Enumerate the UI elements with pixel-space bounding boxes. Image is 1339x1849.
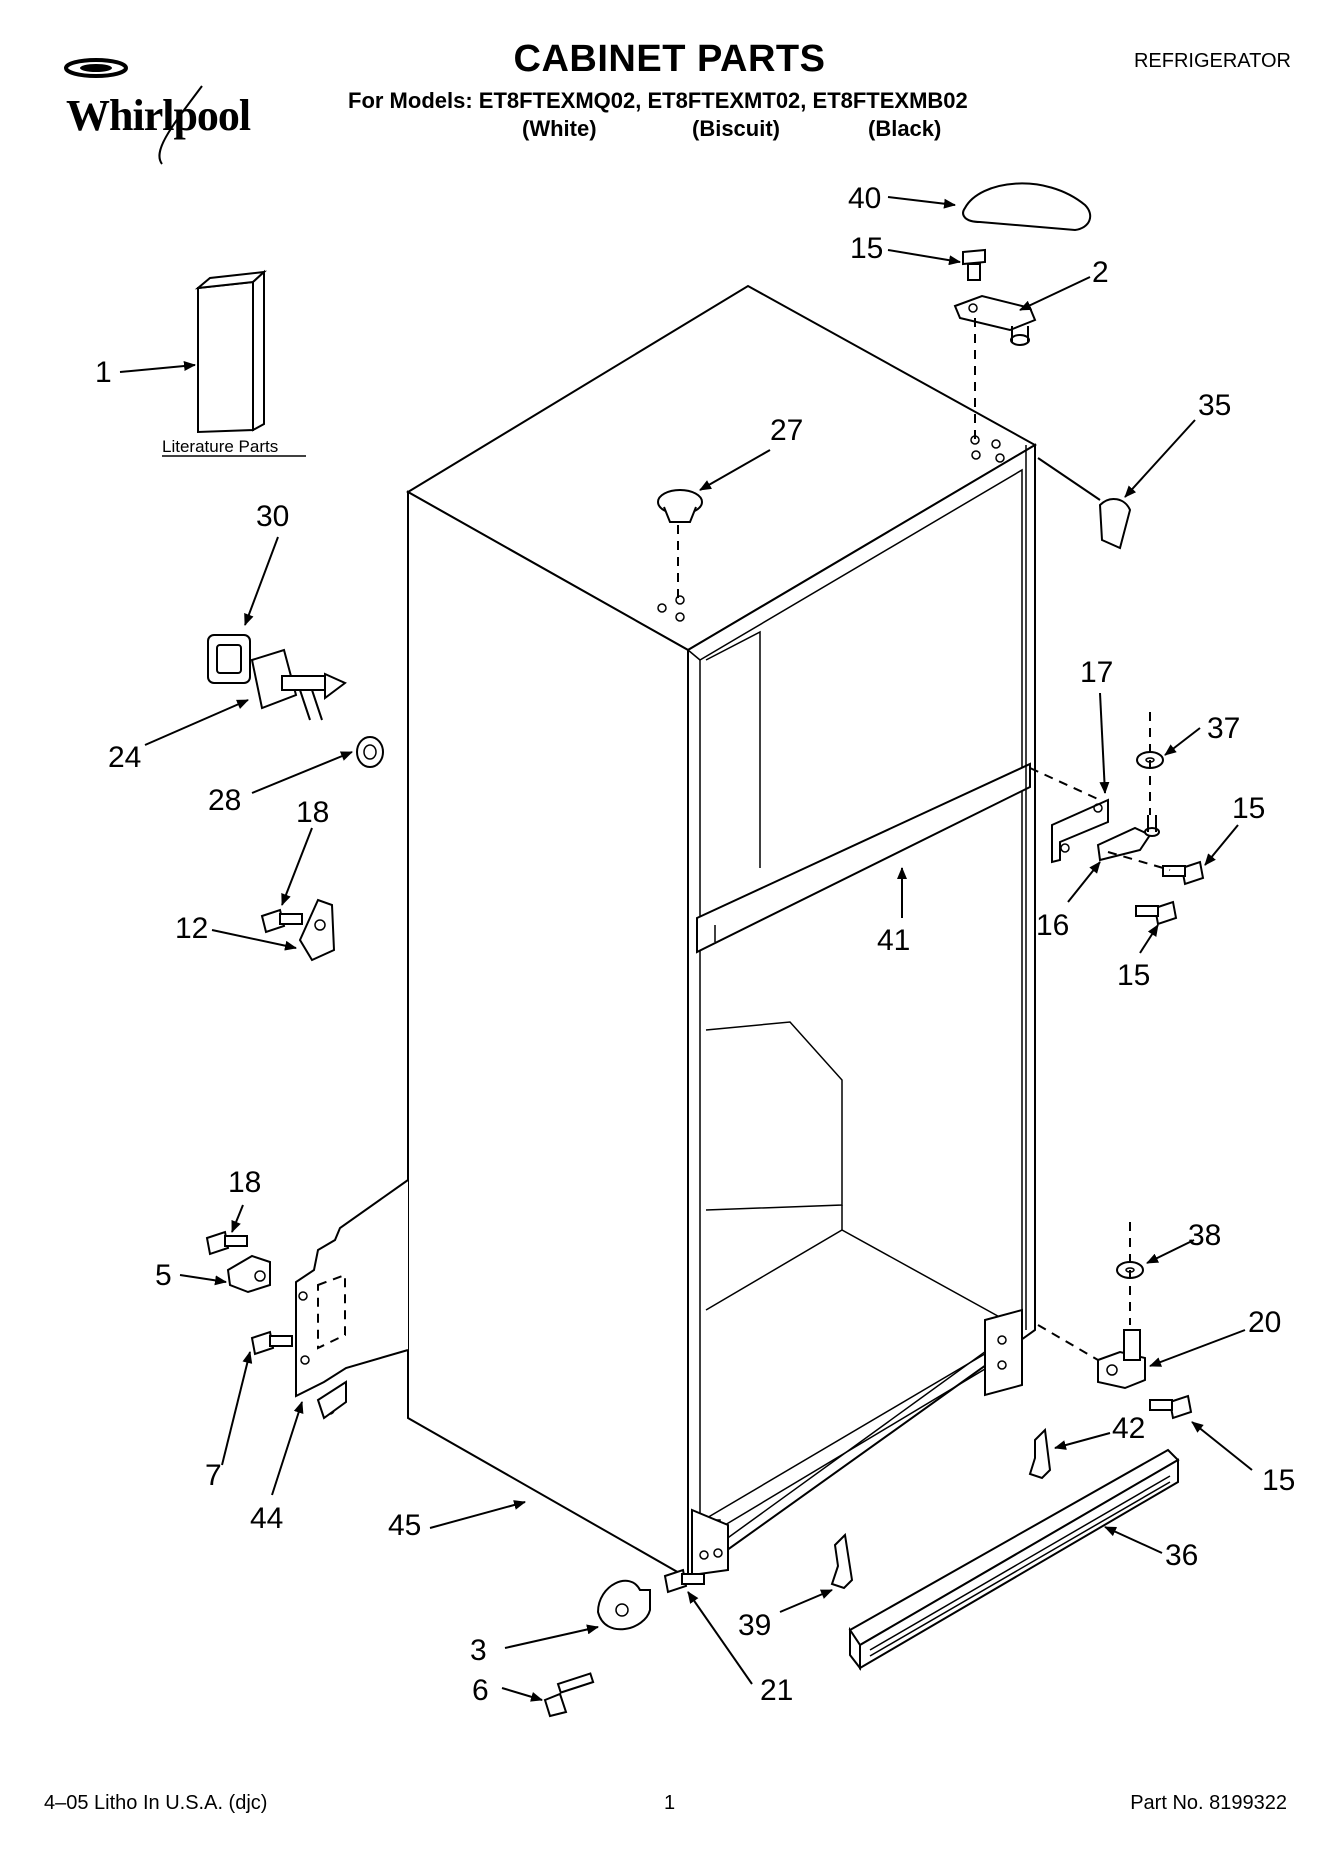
callout-2: 2 [1092,256,1109,289]
color-biscuit: (Biscuit) [692,116,780,141]
callout-18-upper: 18 [296,796,329,829]
callout-leaders [119,196,1253,1702]
leveling-assembly [543,1568,705,1718]
hinge-cap [962,182,1092,232]
callout-7: 7 [205,1459,222,1492]
callout-17: 17 [1080,656,1113,689]
toe-grille-bracket-left [205,1179,409,1420]
callout-38: 38 [1188,1219,1221,1252]
callout-24: 24 [108,741,141,774]
models-line: For Models: ET8FTEXMQ02, ET8FTEXMT02, ET… [348,88,968,113]
callout-39: 39 [738,1609,771,1642]
callout-41: 41 [877,924,910,957]
callout-42: 42 [1112,1412,1145,1445]
callout-15-mid-low: 15 [1117,959,1150,992]
top-hinge [953,294,1037,346]
callout-18-lower: 18 [228,1166,261,1199]
callout-15-bottom: 15 [1262,1464,1295,1497]
literature-caption: Literature Parts [162,437,278,456]
screw-top [962,248,986,281]
roller-assembly [207,634,384,768]
callout-15-mid-right: 15 [1232,792,1265,825]
callout-36: 36 [1165,1539,1198,1572]
callout-35: 35 [1198,389,1231,422]
callout-21: 21 [760,1674,793,1707]
part-number: Part No. 8199322 [1130,1792,1287,1814]
callout-27: 27 [770,414,803,447]
hinge-cover [1037,457,1132,550]
swirl-logo-icon [64,58,203,165]
callout-44: 44 [250,1502,283,1535]
cabinet-body [406,284,1038,1580]
color-white: (White) [522,116,597,141]
callout-40: 40 [848,182,881,215]
color-black: (Black) [868,116,942,141]
callout-6: 6 [472,1674,489,1707]
page-number: 1 [664,1792,676,1814]
toe-grille [848,1448,1180,1671]
callout-37: 37 [1207,712,1240,745]
callout-1: 1 [95,356,112,389]
literature-parts [194,269,267,434]
brand-name: Whirlpool [66,91,251,140]
callout-20: 20 [1248,1306,1281,1339]
bottom-hinge-assembly [1097,1261,1193,1420]
plug [657,489,703,523]
callout-28: 28 [208,784,241,817]
page-title: CABINET PARTS [513,38,826,80]
callout-3: 3 [470,1634,487,1667]
callout-labels: 1 2 3 5 6 7 12 15 15 15 15 16 17 18 18 2… [95,182,1295,1707]
category-label: REFRIGERATOR [1133,50,1291,72]
callout-30: 30 [256,500,289,533]
print-info: 4–05 Litho In U.S.A. (djc) [44,1792,268,1814]
callout-15-top: 15 [850,232,883,265]
whirlpool-logo: Whirlpool [52,56,282,166]
grille-clips [830,1427,1052,1590]
callout-16: 16 [1036,909,1069,942]
callout-5: 5 [155,1259,172,1292]
callout-45: 45 [388,1509,421,1542]
door-stop-upper [260,898,336,962]
callout-12: 12 [175,912,208,945]
center-hinge-assembly [1051,751,1205,926]
